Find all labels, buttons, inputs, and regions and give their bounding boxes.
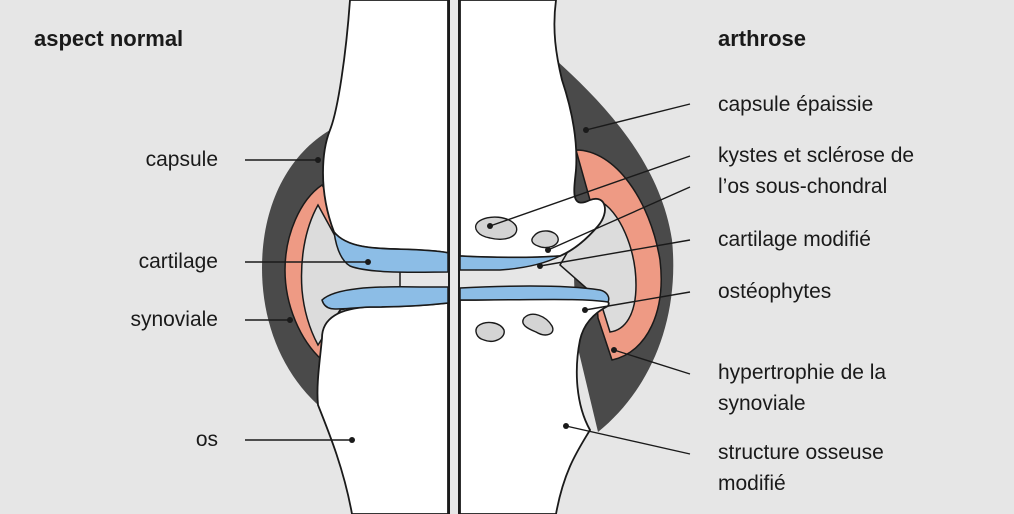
leader-kystes-a	[489, 155, 691, 227]
leader-cartilage-right	[539, 239, 691, 267]
label-hypertrophie-line1: hypertrophie de la	[718, 361, 887, 384]
normal-cartilage-lower	[321, 286, 449, 310]
label-capsule-normal: capsule	[145, 148, 218, 171]
label-osteophytes: ostéophytes	[718, 280, 832, 303]
label-os-normal: os	[195, 428, 218, 451]
label-cartilage-normal: cartilage	[138, 250, 218, 273]
leader-capsule-right	[585, 103, 691, 131]
cyst-2	[531, 230, 559, 249]
label-capsule-epaissie: capsule épaissie	[718, 93, 874, 116]
leader-hypertrophie	[613, 349, 691, 375]
normal-joint	[245, 0, 449, 514]
label-structure-line1: structure osseuse	[718, 441, 884, 464]
label-cartilage-modifie: cartilage modifié	[718, 228, 871, 251]
cyst-4	[522, 313, 554, 336]
arthrose-joint	[459, 0, 691, 514]
label-hypertrophie-line2: synoviale	[718, 392, 806, 415]
label-structure-line2: modifié	[718, 472, 786, 495]
arthrose-cartilage-lower	[459, 285, 610, 303]
label-kystes-line2: l’os sous-chondral	[718, 175, 888, 198]
cyst-3	[475, 321, 505, 342]
cyst-1	[474, 216, 518, 240]
leader-osteophytes	[584, 291, 691, 311]
label-kystes-line1: kystes et sclérose de	[718, 144, 915, 167]
arthrose-cartilage-upper	[459, 255, 561, 271]
label-synoviale-normal: synoviale	[130, 308, 218, 331]
normal-upper-bone	[322, 0, 449, 255]
leader-structure	[565, 425, 691, 455]
title-normal: aspect normal	[34, 26, 184, 51]
normal-lower-bone	[316, 301, 449, 514]
title-arthrose: arthrose	[718, 26, 807, 51]
leader-kystes-b	[547, 186, 691, 251]
